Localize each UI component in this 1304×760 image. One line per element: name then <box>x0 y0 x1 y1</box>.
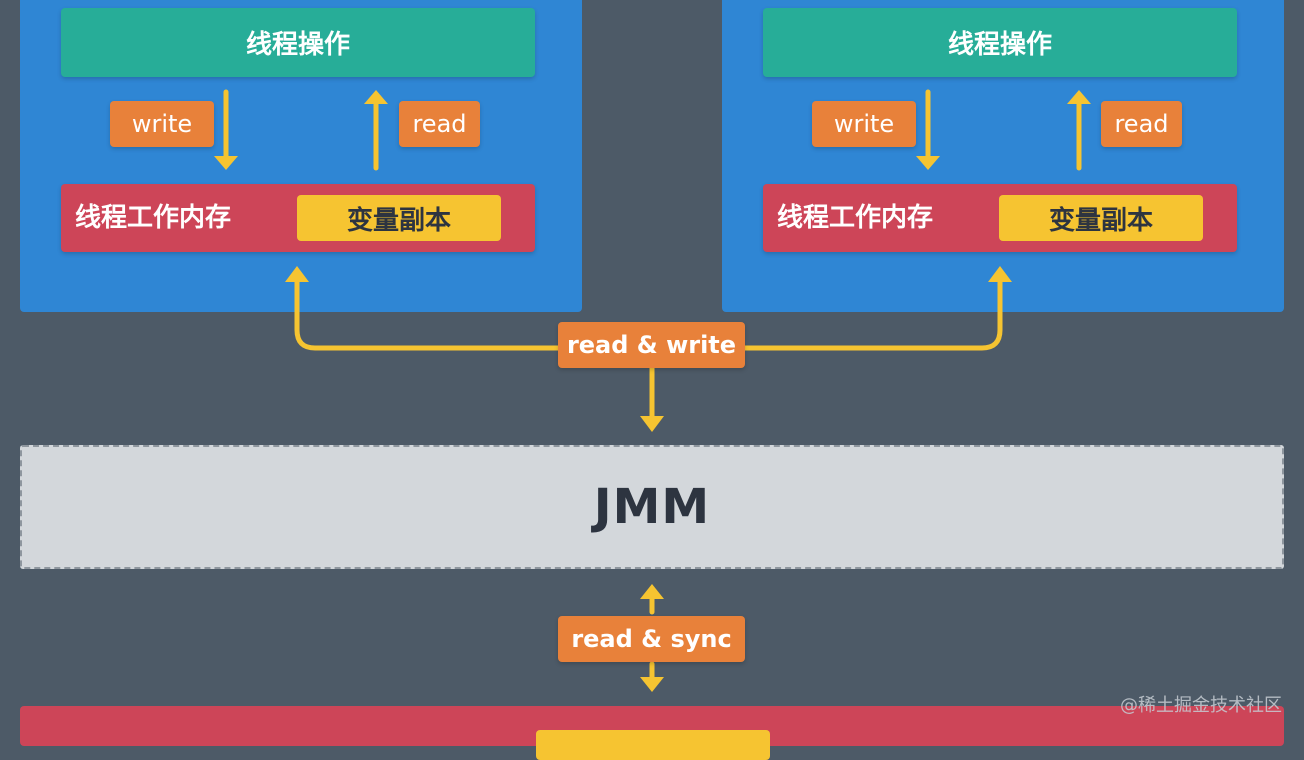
read-sync-tag: read & sync <box>558 616 745 662</box>
thread-operation-box: 线程操作 <box>61 8 535 77</box>
read-tag: read <box>1101 101 1182 147</box>
arrowhead <box>285 266 309 282</box>
arrowhead <box>1067 90 1091 104</box>
main-variable-box <box>536 730 770 760</box>
read-write-tag: read & write <box>558 322 745 368</box>
connector-arrows <box>214 89 1091 692</box>
arrowhead <box>364 90 388 104</box>
thread-working-memory-box: 线程工作内存 变量副本 <box>763 184 1237 252</box>
thread-panel-right: 线程操作 write read 线程工作内存 变量副本 <box>722 0 1284 312</box>
arrowhead <box>640 416 664 432</box>
jmm-box: JMM <box>20 445 1284 569</box>
variable-copy-box: 变量副本 <box>297 195 501 241</box>
main-memory-box <box>20 706 1284 760</box>
write-tag: write <box>110 101 214 147</box>
arrowhead <box>640 584 664 599</box>
watermark: @稀土掘金技术社区 <box>1120 695 1282 716</box>
arrowhead <box>916 156 940 170</box>
arrowhead <box>640 677 664 692</box>
working-memory-label: 线程工作内存 <box>75 203 232 233</box>
arrowhead <box>988 266 1012 282</box>
thread-panel-left: 线程操作 write read 线程工作内存 变量副本 <box>20 0 582 312</box>
arrowhead <box>214 156 238 170</box>
variable-copy-box: 变量副本 <box>999 195 1203 241</box>
write-tag: write <box>812 101 916 147</box>
working-memory-label: 线程工作内存 <box>777 203 934 233</box>
read-tag: read <box>399 101 480 147</box>
read-write-connector-right <box>742 277 1003 351</box>
read-write-connector-left <box>294 277 563 351</box>
thread-working-memory-box: 线程工作内存 变量副本 <box>61 184 535 252</box>
thread-operation-box: 线程操作 <box>763 8 1237 77</box>
